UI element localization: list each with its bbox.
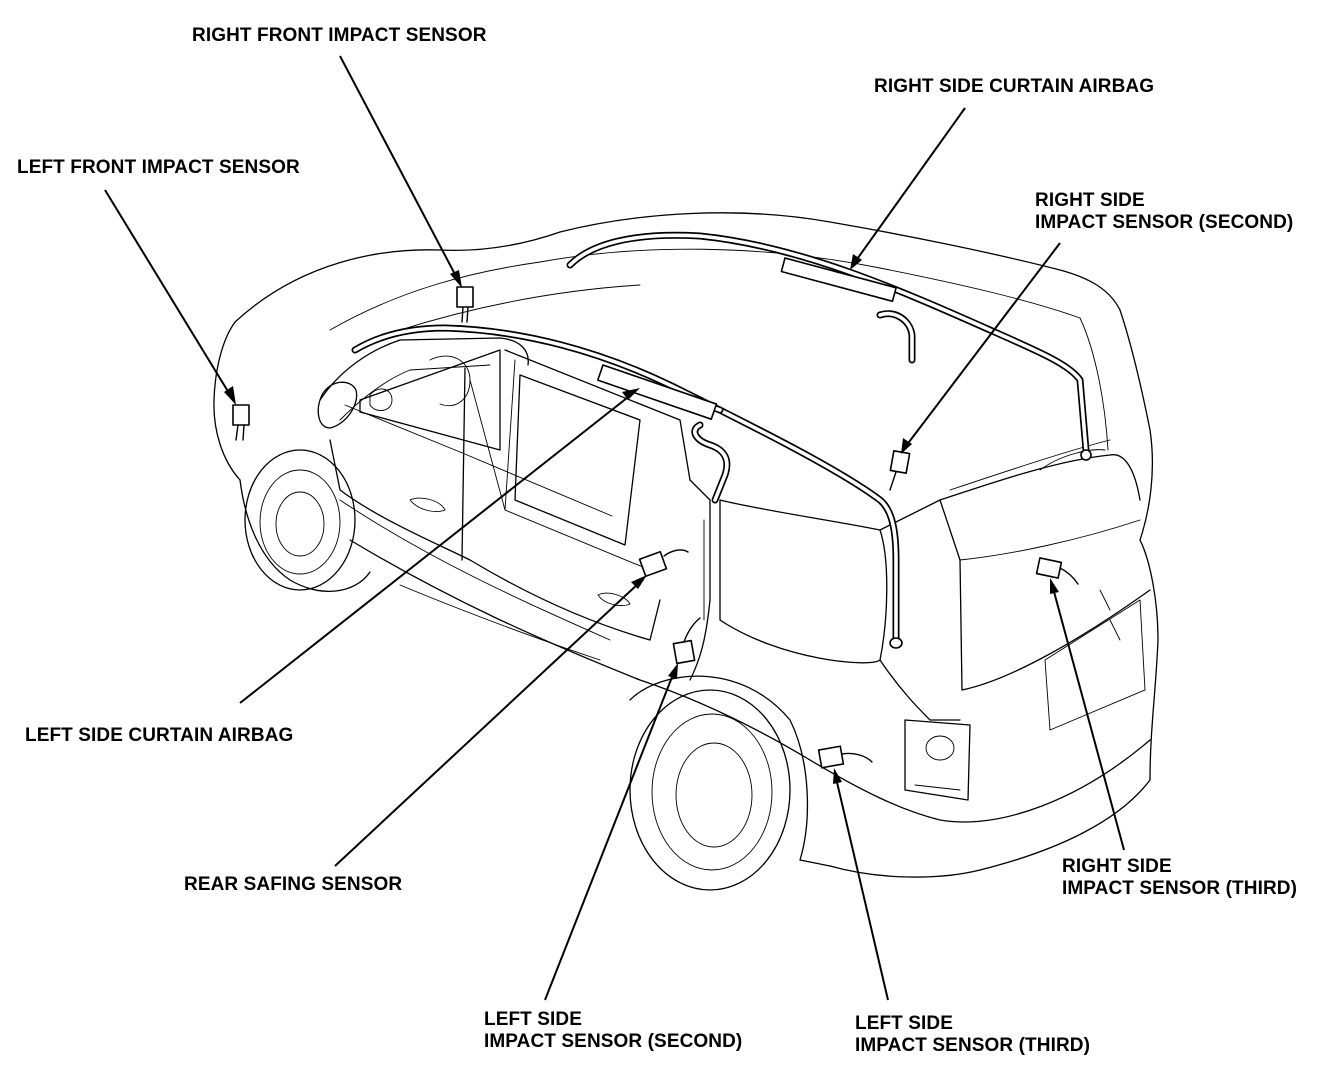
right-side-curtain-airbag-text: RIGHT SIDE CURTAIN AIRBAG — [874, 76, 1155, 97]
left-side-curtain-airbag-text: LEFT SIDE CURTAIN AIRBAG — [25, 725, 294, 746]
right-side-impact-sensor-third-line1: RIGHT SIDE — [1062, 856, 1172, 877]
left-curtain-harness — [351, 324, 903, 649]
right-front-impact-sensor-label: RIGHT FRONT IMPACT SENSOR — [192, 25, 487, 47]
left-front-impact-sensor-label: LEFT FRONT IMPACT SENSOR — [17, 157, 300, 179]
leader-left-front-impact-sensor — [104, 189, 236, 405]
rear-safing-sensor-label: REAR SAFING SENSOR — [184, 874, 402, 896]
rear-safing-sensor-part — [638, 549, 689, 578]
right-side-impact-sensor-second-label: RIGHT SIDE IMPACT SENSOR (SECOND) — [1035, 190, 1293, 234]
left-side-impact-sensor-third-label: LEFT SIDE IMPACT SENSOR (THIRD) — [855, 1013, 1090, 1057]
left-side-curtain-airbag-label: LEFT SIDE CURTAIN AIRBAG — [25, 725, 293, 747]
right-side-impact-sensor-second-part — [889, 449, 911, 491]
left-front-impact-sensor-text: LEFT FRONT IMPACT SENSOR — [17, 157, 300, 178]
right-front-impact-sensor-text: RIGHT FRONT IMPACT SENSOR — [192, 25, 487, 46]
leader-left-side-impact-sensor-second — [544, 663, 678, 1001]
vehicle-body — [213, 212, 1159, 891]
leader-right-side-curtain-airbag — [850, 107, 966, 270]
leader-rear-safing-sensor — [334, 575, 647, 867]
leader-right-side-impact-sensor-third — [1050, 578, 1125, 851]
rear-safing-sensor-text: REAR SAFING SENSOR — [184, 874, 403, 895]
right-curtain-harness — [566, 231, 1092, 461]
left-curtain-airbag-module — [596, 364, 724, 420]
c-pillar-harness — [691, 310, 916, 504]
leader-right-side-impact-sensor-second — [901, 242, 1061, 454]
right-side-curtain-airbag-label: RIGHT SIDE CURTAIN AIRBAG — [874, 76, 1154, 98]
right-front-impact-sensor-part — [456, 286, 474, 323]
right-side-impact-sensor-third-part — [1035, 557, 1079, 585]
right-side-impact-sensor-second-line2: IMPACT SENSOR (SECOND) — [1035, 212, 1294, 233]
left-side-impact-sensor-third-line1: LEFT SIDE — [855, 1013, 954, 1034]
leader-left-side-curtain-airbag — [239, 388, 640, 704]
left-side-impact-sensor-third-line2: IMPACT SENSOR (THIRD) — [855, 1035, 1091, 1056]
right-side-impact-sensor-third-line2: IMPACT SENSOR (THIRD) — [1062, 878, 1298, 899]
left-side-impact-sensor-second-part — [672, 617, 701, 665]
left-side-impact-sensor-second-line2: IMPACT SENSOR (SECOND) — [484, 1031, 743, 1052]
left-side-impact-sensor-second-label: LEFT SIDE IMPACT SENSOR (SECOND) — [484, 1009, 742, 1053]
leader-right-front-impact-sensor — [339, 55, 462, 288]
left-front-impact-sensor-part — [232, 404, 250, 441]
right-side-impact-sensor-third-label: RIGHT SIDE IMPACT SENSOR (THIRD) — [1062, 856, 1297, 900]
left-side-impact-sensor-third-part — [817, 745, 873, 769]
right-side-impact-sensor-second-line1: RIGHT SIDE — [1035, 190, 1145, 211]
leader-left-side-impact-sensor-third — [833, 768, 889, 1001]
left-side-impact-sensor-second-line1: LEFT SIDE — [484, 1009, 583, 1030]
